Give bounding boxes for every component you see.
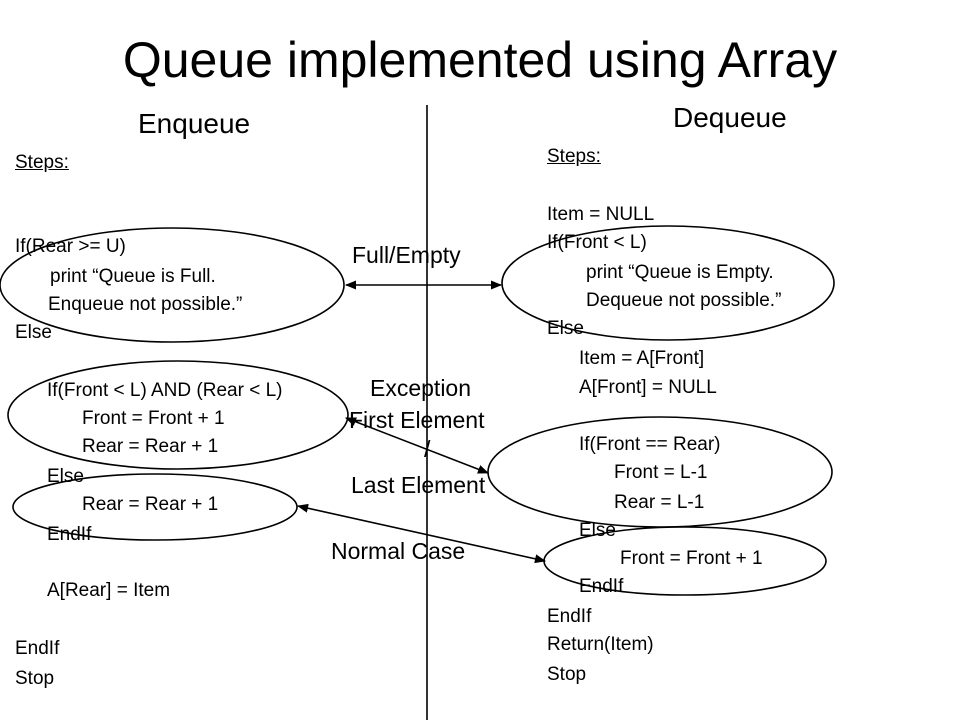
dequeue-line: Rear = L-1: [614, 492, 705, 513]
slash-label: /: [424, 436, 431, 462]
enqueue-line: EndIf: [15, 638, 60, 659]
enqueue-steps-label: Steps:: [15, 152, 69, 173]
first-element-label: First Element: [349, 407, 485, 433]
enqueue-line: If(Rear >= U): [15, 236, 126, 257]
dequeue-line: If(Front < L): [547, 232, 647, 253]
dequeue-line: Return(Item): [547, 634, 654, 655]
dequeue-line: Else: [547, 318, 584, 339]
slide-title: Queue implemented using Array: [122, 32, 838, 88]
enqueue-line: If(Front < L) AND (Rear < L): [47, 380, 283, 401]
dequeue-line: Item = NULL: [547, 204, 655, 225]
dequeue-line: A[Front] = NULL: [579, 377, 717, 398]
dequeue-line: Dequeue not possible.”: [586, 290, 782, 311]
enqueue-line: Stop: [15, 668, 55, 689]
enqueue-line: Else: [47, 466, 84, 487]
exception-arrow: [344, 417, 490, 474]
dequeue-line: Stop: [547, 664, 587, 685]
dequeue-line: Item = A[Front]: [579, 348, 705, 369]
dequeue-line: EndIf: [547, 606, 592, 627]
enqueue-line: Enqueue not possible.”: [48, 294, 243, 315]
enqueue-heading: Enqueue: [138, 108, 251, 139]
enqueue-line: Rear = Rear + 1: [82, 494, 219, 515]
enqueue-line: print “Queue is Full.: [50, 266, 216, 287]
dequeue-line: EndIf: [579, 576, 624, 597]
enqueue-line: A[Rear] = Item: [47, 580, 171, 601]
dequeue-line: Front = Front + 1: [620, 548, 763, 569]
normal-case-arrow: [296, 503, 547, 564]
enqueue-line: Rear = Rear + 1: [82, 436, 219, 457]
enqueue-line: Else: [15, 322, 52, 343]
enqueue-line: EndIf: [47, 524, 92, 545]
dequeue-line: If(Front == Rear): [579, 434, 721, 455]
exception-label: Exception: [370, 375, 472, 401]
dequeue-line: Front = L-1: [614, 462, 708, 483]
last-element-label: Last Element: [351, 472, 486, 498]
dequeue-heading: Dequeue: [673, 102, 787, 133]
full-empty-label: Full/Empty: [352, 242, 461, 268]
dequeue-steps-label: Steps:: [547, 146, 601, 167]
dequeue-line: Else: [579, 520, 616, 541]
enqueue-line: Front = Front + 1: [82, 408, 225, 429]
enqueue-full-ellipse: [0, 227, 345, 343]
dequeue-line: print “Queue is Empty.: [586, 262, 774, 283]
enqueue-first-element-ellipse: [7, 360, 349, 470]
normal-case-label: Normal Case: [331, 538, 466, 564]
